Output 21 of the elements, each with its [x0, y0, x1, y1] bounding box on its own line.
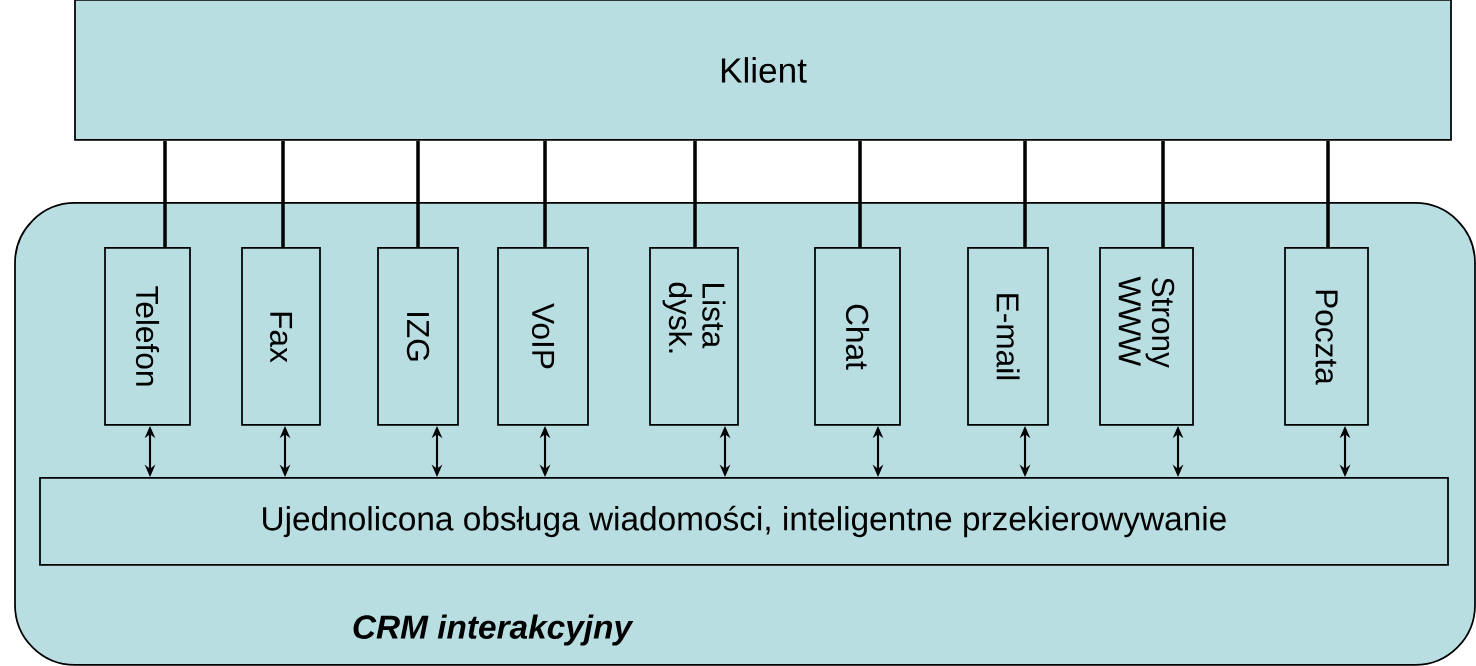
connector-line	[1161, 140, 1165, 248]
connector-line	[281, 140, 285, 248]
process-box: Ujednolicona obsługa wiadomości, inteligentne przekierowywanie	[39, 477, 1449, 566]
heading: CRM interakcyjny	[353, 614, 634, 646]
channel-box: Poczta	[1284, 247, 1369, 426]
connector-line	[163, 140, 167, 248]
channel-box: E-mail	[967, 247, 1049, 426]
channel-box: Strony WWW	[1099, 247, 1194, 426]
channel-box: Telefon	[104, 247, 191, 426]
channel-box: Fax	[241, 247, 321, 426]
channel-box: VoIP	[497, 247, 589, 426]
channel-box: Lista dysk.	[649, 247, 739, 426]
connector-line	[858, 140, 862, 248]
channel-box: Chat	[814, 247, 901, 426]
connector-line	[543, 140, 547, 248]
connector-line	[416, 140, 420, 248]
connector-line	[1326, 140, 1330, 248]
channel-box: IZG	[377, 247, 459, 426]
client-box: Klient	[74, 0, 1452, 141]
connector-line	[1023, 140, 1027, 248]
connector-line	[693, 140, 697, 248]
